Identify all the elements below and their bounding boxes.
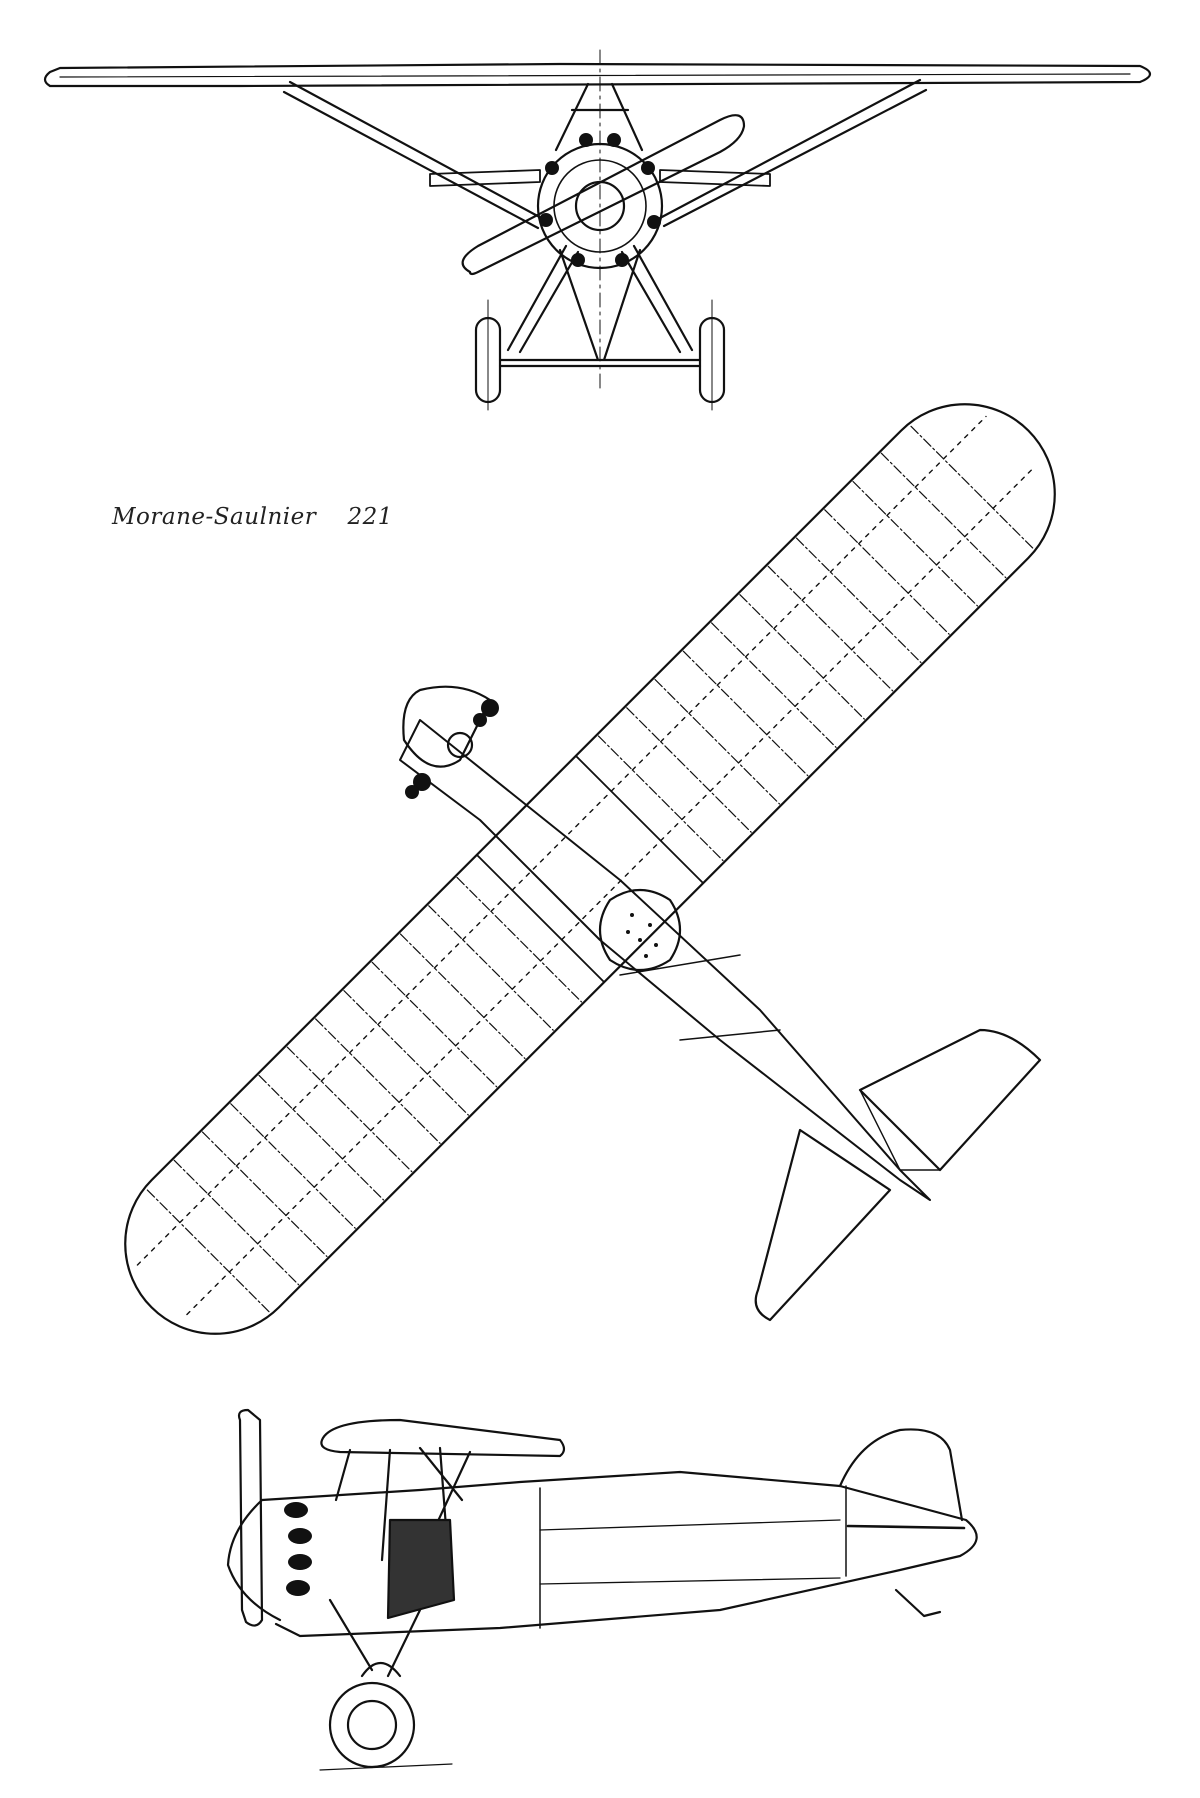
front-propeller bbox=[461, 114, 746, 276]
side-cockpit bbox=[386, 1518, 456, 1620]
side-ground-line bbox=[319, 1763, 453, 1771]
plan-engine-nose bbox=[402, 685, 492, 768]
front-view bbox=[43, 49, 1152, 411]
side-wing-struts bbox=[334, 1446, 472, 1582]
front-wing bbox=[43, 62, 1152, 88]
plan-fuselage bbox=[399, 719, 931, 1201]
front-cowling bbox=[536, 142, 664, 270]
plan-cylinders bbox=[405, 699, 499, 799]
side-tailplane bbox=[846, 1524, 966, 1530]
plan-wing-ribs bbox=[146, 425, 1034, 1313]
drawing-title: Morane-Saulnier 221 bbox=[112, 504, 393, 530]
side-engine-cylinders bbox=[284, 1502, 312, 1596]
plan-wing bbox=[124, 403, 1056, 1335]
front-undercarriage bbox=[498, 244, 702, 368]
side-undercarriage bbox=[328, 1598, 422, 1678]
side-wheel bbox=[328, 1681, 416, 1769]
side-fuselage bbox=[260, 1470, 978, 1638]
plan-tailplane-lower bbox=[754, 1128, 892, 1322]
aircraft-name: Morane-Saulnier bbox=[112, 504, 317, 530]
plan-cockpit bbox=[599, 889, 681, 971]
plan-view bbox=[124, 403, 1056, 1335]
front-wing-strut-right bbox=[658, 78, 928, 228]
plan-rear-spar bbox=[186, 465, 1037, 1316]
side-tail-skid bbox=[894, 1588, 942, 1618]
side-top-wing bbox=[320, 1418, 566, 1458]
plan-front-spar bbox=[136, 415, 987, 1266]
side-view bbox=[226, 1408, 978, 1771]
plan-cockpit-dots bbox=[626, 913, 658, 958]
side-propeller bbox=[237, 1408, 264, 1627]
front-cabane bbox=[554, 82, 644, 152]
aircraft-number: 221 bbox=[347, 504, 393, 530]
plan-tailplane bbox=[858, 1028, 1042, 1172]
side-fin bbox=[838, 1428, 964, 1522]
front-stub-wing bbox=[429, 169, 771, 187]
side-nose bbox=[226, 1498, 282, 1622]
front-wing-strut-left bbox=[282, 80, 547, 230]
